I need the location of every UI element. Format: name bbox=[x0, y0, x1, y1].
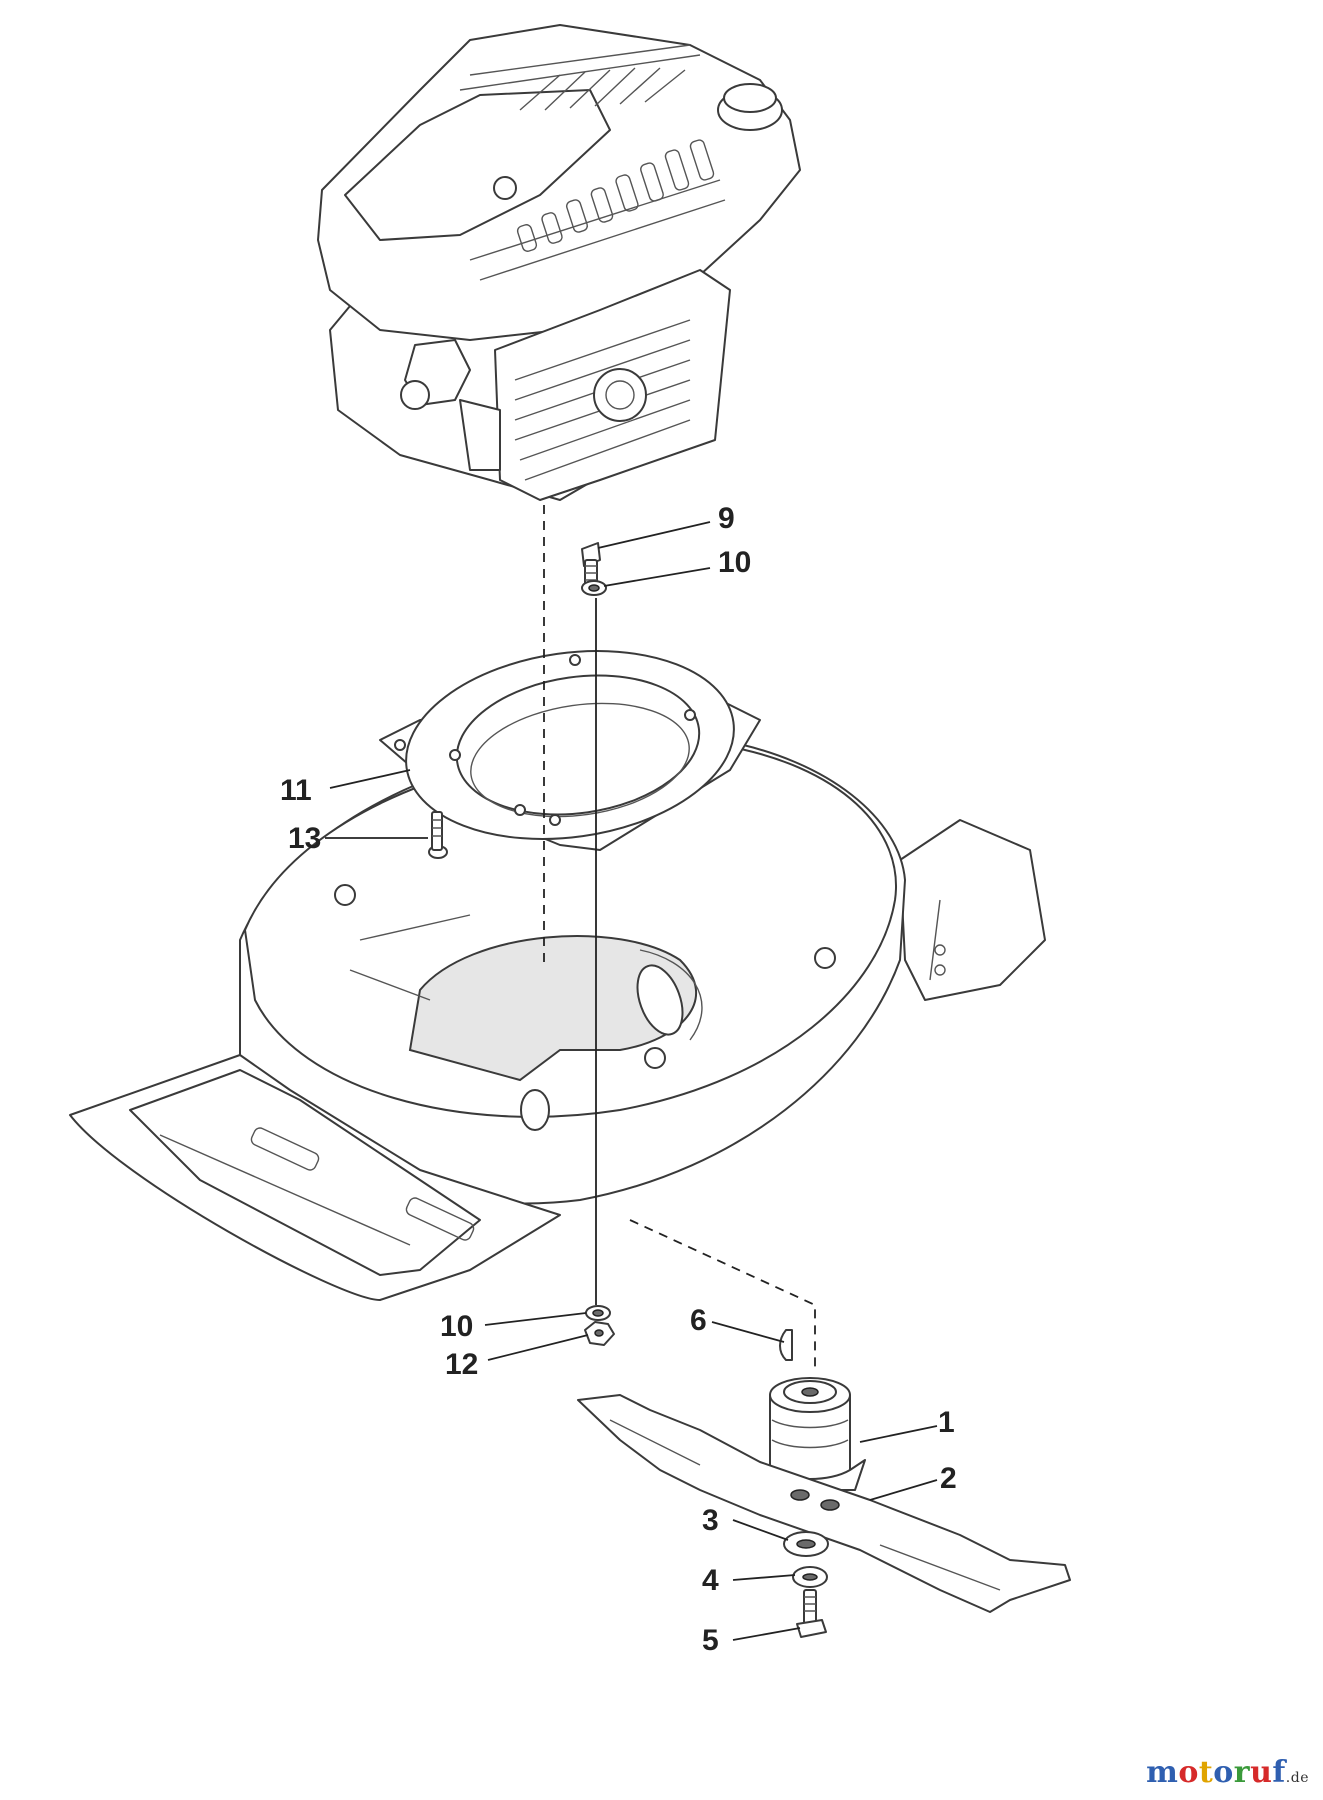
callout-13: 13 bbox=[288, 822, 321, 855]
watermark-letter: o bbox=[1178, 1755, 1199, 1790]
washer-3-illustration bbox=[783, 1531, 829, 1557]
callout-10-bottom: 10 bbox=[440, 1310, 473, 1343]
callout-labels: 9 10 11 13 10 12 6 1 2 3 4 5 bbox=[280, 502, 957, 1657]
washer-4-illustration bbox=[792, 1566, 828, 1588]
callout-5: 5 bbox=[702, 1624, 719, 1657]
bolt-5-illustration bbox=[796, 1589, 827, 1638]
bolt-13-illustration bbox=[428, 811, 448, 859]
watermark-letter: r bbox=[1233, 1755, 1251, 1790]
callout-leader-lines bbox=[325, 521, 938, 1641]
engine-flange-ring-illustration bbox=[379, 650, 761, 851]
callout-9: 9 bbox=[718, 502, 735, 535]
washer-10-top-illustration bbox=[581, 580, 607, 596]
site-watermark-logo: motoruf.de bbox=[1146, 1755, 1309, 1790]
callout-12: 12 bbox=[445, 1348, 478, 1381]
nut-12-illustration bbox=[584, 1321, 615, 1346]
washer-10-bottom-illustration bbox=[585, 1305, 611, 1321]
watermark-letter: t bbox=[1198, 1755, 1214, 1790]
callout-2: 2 bbox=[940, 1462, 957, 1495]
callout-3: 3 bbox=[702, 1504, 719, 1537]
callout-1: 1 bbox=[938, 1406, 955, 1439]
assembly-axis-lines bbox=[543, 505, 816, 1370]
mower-blade-2-illustration bbox=[577, 1394, 1071, 1613]
engine-illustration bbox=[317, 24, 801, 501]
callout-11: 11 bbox=[280, 774, 312, 807]
woodruff-key-6-illustration bbox=[779, 1329, 793, 1361]
callout-6: 6 bbox=[690, 1304, 707, 1337]
watermark-letter: m bbox=[1146, 1755, 1179, 1790]
blade-adapter-1-illustration bbox=[754, 1377, 866, 1491]
watermark-suffix: .de bbox=[1285, 1770, 1309, 1786]
watermark-letter: u bbox=[1250, 1755, 1273, 1790]
watermark-letter: f bbox=[1272, 1755, 1286, 1790]
callout-4: 4 bbox=[702, 1564, 719, 1597]
watermark-letter: o bbox=[1213, 1755, 1234, 1790]
callout-10-top: 10 bbox=[718, 546, 751, 579]
mower-deck-illustration bbox=[69, 736, 1046, 1301]
